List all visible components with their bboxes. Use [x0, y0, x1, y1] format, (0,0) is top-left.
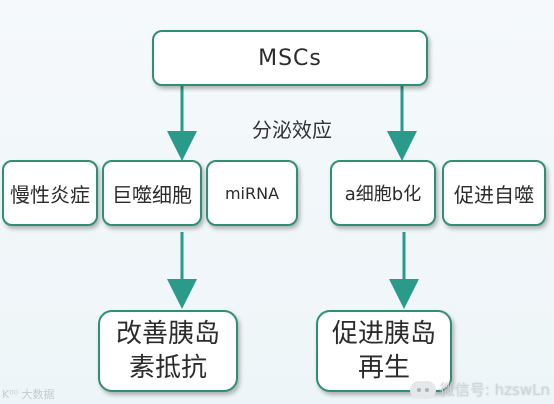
- wechat-icon: [409, 380, 436, 399]
- promote-islet-regeneration-box: 促进胰岛 再生: [316, 310, 452, 392]
- alpha-to-beta-cell-box: a细胞b化: [330, 160, 436, 226]
- wechat-id-text: 微信号: hzswLn: [439, 381, 550, 399]
- msc-box: MSCs: [152, 30, 428, 86]
- secretion-effect-label: 分泌效应: [252, 118, 332, 142]
- macrophage-box: 巨噬细胞: [102, 160, 202, 226]
- mirna-box: miRNA: [206, 160, 298, 226]
- wechat-watermark: 微信号: hzswLn: [409, 379, 550, 400]
- chronic-inflammation-box: 慢性炎症: [2, 160, 98, 226]
- promote-autophagy-box: 促进自噬: [442, 160, 546, 226]
- improve-insulin-resistance-box: 改善胰岛 素抵抗: [98, 310, 238, 392]
- corner-watermark: K⁰⁰ 大数据: [2, 388, 55, 401]
